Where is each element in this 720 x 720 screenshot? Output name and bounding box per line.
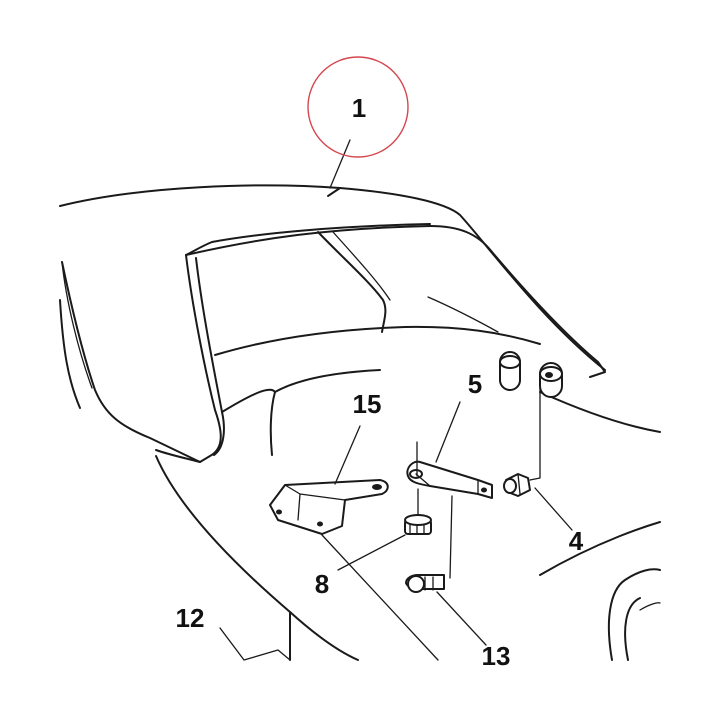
- callout-1[interactable]: 1: [352, 93, 366, 123]
- leader-line-5: [435, 401, 461, 463]
- bracket-part-15: [269, 479, 389, 535]
- leader-line-12: [219, 627, 291, 661]
- screw-part-4: [503, 387, 541, 497]
- leader-line-13: [436, 591, 487, 646]
- highlight-circle: [307, 56, 409, 158]
- spacer-washer-part: [499, 351, 563, 398]
- callout-5[interactable]: 5: [468, 369, 482, 399]
- leader-line-1: [329, 139, 351, 189]
- seat-cowl-part: [59, 184, 661, 661]
- leader-line-8: [337, 534, 406, 571]
- leader-line-4: [534, 487, 573, 531]
- callout-13[interactable]: 13: [482, 641, 511, 671]
- leader-line-15: [334, 425, 361, 485]
- leader-lines: [219, 139, 573, 661]
- callout-15[interactable]: 15: [353, 389, 382, 419]
- callout-12[interactable]: 12: [176, 603, 205, 633]
- callout-8[interactable]: 8: [315, 569, 329, 599]
- bracket-part-5: [406, 441, 493, 499]
- leader-line-15b: [321, 534, 439, 661]
- callout-4[interactable]: 4: [569, 526, 584, 556]
- screw-part-13: [405, 495, 453, 593]
- nut-part-8: [404, 488, 432, 535]
